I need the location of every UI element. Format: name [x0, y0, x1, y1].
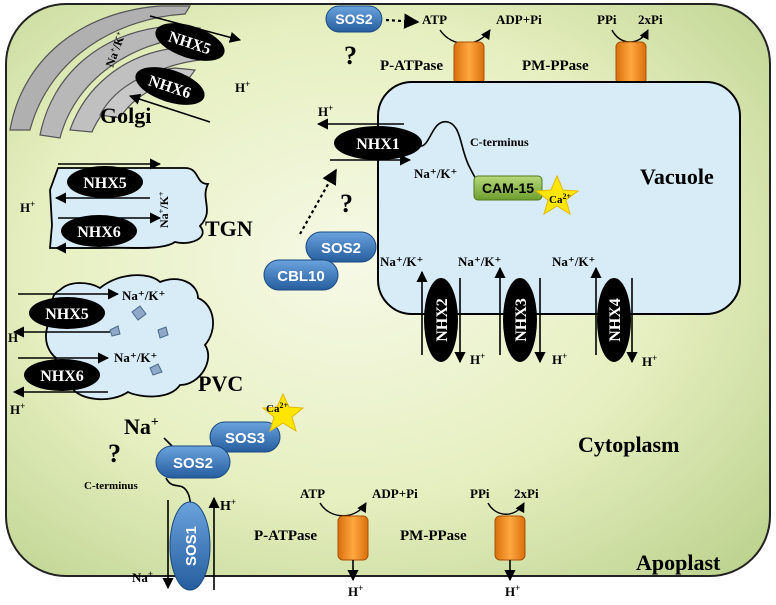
nhx2-proton-label: H+ — [470, 351, 485, 367]
pm-c-terminus-label: C-terminus — [84, 480, 138, 492]
pvc-nhx6-label: NHX6 — [40, 368, 84, 385]
top-sos2-dotted-arrow — [385, 13, 420, 29]
pvc-ion-label-lower: Na⁺/K⁺ — [114, 350, 157, 365]
nhx1-c-terminus-label: C-terminus — [470, 135, 529, 149]
nhx4-transporter-group: NHX4 Na⁺/K⁺ H+ — [552, 254, 657, 369]
vacuole-calcium-label: Ca2+ — [549, 192, 571, 206]
pm-pm-ppase-pump — [494, 515, 526, 561]
nhx2-transporter-group: NHX2 Na⁺/K⁺ H+ — [380, 254, 485, 367]
pvc-vesicle — [109, 325, 121, 337]
upper-sos2-label: SOS2 — [321, 240, 361, 257]
pvc-nhx5-label: NHX5 — [45, 306, 89, 323]
cbl10-sos2-dotted-arrow — [299, 168, 337, 235]
pm-adp-pi-label: ADP+Pi — [372, 486, 418, 501]
nhx4-transporter — [597, 278, 631, 362]
upper-sos2-protein — [305, 231, 377, 263]
pvc-vesicle — [149, 363, 163, 376]
pvc-proton-label-lower: H+ — [10, 401, 25, 417]
sos1-proton-label: H+ — [220, 497, 236, 514]
nhx3-label: NHX3 — [513, 298, 530, 342]
tgn-ion-label: Na+/K+ — [157, 191, 171, 228]
sos1-label: SOS1 — [183, 526, 200, 566]
top-question-mark: ? — [344, 41, 357, 70]
cam15-label: CAM-15 — [482, 180, 534, 196]
pvc-nhx5-transporter — [29, 297, 105, 329]
pm-two-pi-label: 2xPi — [514, 486, 539, 501]
pvc-nhx6-transporter — [24, 359, 100, 391]
pm-calcium-star — [261, 392, 305, 433]
nhx1-label: NHX1 — [356, 136, 400, 153]
pvc-proton-label-upper: H+ — [8, 329, 23, 345]
pm-sos2-label: SOS2 — [173, 455, 213, 472]
nhx2-transporter — [424, 278, 458, 362]
nhx2-ion-label: Na⁺/K⁺ — [380, 254, 423, 269]
tgn-nhx5-label: NHX5 — [83, 175, 127, 192]
upper-question-mark: ? — [340, 189, 353, 218]
cbl10-label: CBL10 — [277, 268, 325, 285]
tgn-nhx6-transporter — [61, 215, 137, 247]
nhx3-proton-label: H+ — [552, 351, 567, 367]
top-adp-pi-label: ADP+Pi — [496, 12, 542, 27]
apoplast-region-label: Apoplast — [636, 550, 721, 575]
pm-na-label: Na+ — [124, 414, 159, 439]
tgn-proton-label: H+ — [20, 199, 35, 215]
nhx3-transporter — [503, 278, 537, 362]
top-ppi-label: PPi — [597, 12, 617, 27]
pm-sos2-protein — [155, 445, 231, 479]
tgn-nhx5-transporter — [67, 166, 143, 198]
top-pm-ppase-label: PM-PPase — [522, 58, 589, 74]
sos1-protein — [169, 501, 211, 591]
vacuole-calcium-star — [534, 174, 580, 216]
cam15-protein — [473, 175, 543, 201]
pm-ppi-hydrolysis-arrow — [487, 502, 525, 515]
pm-calcium-label: Ca2+ — [266, 401, 288, 415]
top-p-atpase-label: P-ATPase — [380, 58, 443, 74]
pvc-vesicle — [157, 326, 169, 339]
nhx3-transporter-group: NHX3 Na⁺/K⁺ H+ — [458, 254, 567, 367]
nhx3-ion-label: Na⁺/K⁺ — [458, 254, 501, 269]
top-two-pi-label: 2xPi — [638, 12, 663, 27]
nhx1-proton-label: H+ — [318, 103, 333, 119]
sos1-na-label: Na+ — [132, 569, 153, 585]
nhx1-transporter — [334, 126, 422, 160]
top-sos2-protein — [325, 5, 383, 33]
pm-p-atpase-proton-label: H+ — [348, 583, 363, 599]
nhx4-proton-label: H+ — [642, 353, 657, 369]
sos3-protein — [209, 421, 281, 453]
pm-pm-ppase-label: PM-PPase — [400, 528, 467, 544]
nhx4-ion-label: Na⁺/K⁺ — [552, 254, 595, 269]
top-pm-ppase-pump — [615, 41, 647, 85]
top-atp-label: ATP — [422, 12, 447, 27]
nhx4-label: NHX4 — [607, 298, 624, 342]
vacuole-region-label: Vacuole — [640, 164, 714, 189]
top-p-atpase-pump — [453, 41, 485, 85]
pm-p-atpase-pump — [337, 515, 369, 561]
nhx1-ion-label: Na⁺/K⁺ — [414, 166, 457, 181]
pm-p-atpase-label: P-ATPase — [254, 528, 317, 544]
golgi-proton-label: H+ — [235, 79, 250, 95]
pm-question-mark: ? — [108, 439, 121, 468]
cytoplasm-region-label: Cytoplasm — [578, 432, 679, 457]
pvc-region-label: PVC — [198, 371, 243, 396]
nhx2-label: NHX2 — [434, 298, 451, 342]
golgi-region-label: Golgi — [100, 103, 151, 128]
tgn-region-label: TGN — [205, 216, 253, 241]
cbl10-protein — [263, 259, 339, 291]
pvc-vesicle — [131, 305, 147, 321]
pm-pm-ppase-proton-label: H+ — [505, 583, 520, 599]
top-sos2-label: SOS2 — [335, 11, 373, 27]
pvc-ion-label-upper: Na⁺/K⁺ — [122, 288, 165, 303]
pm-atp-label: ATP — [300, 486, 325, 501]
sos3-label: SOS3 — [225, 430, 265, 447]
pm-ppi-label: PPi — [470, 486, 490, 501]
golgi-nhx6-arrow — [128, 93, 211, 123]
tgn-nhx6-label: NHX6 — [77, 224, 121, 241]
